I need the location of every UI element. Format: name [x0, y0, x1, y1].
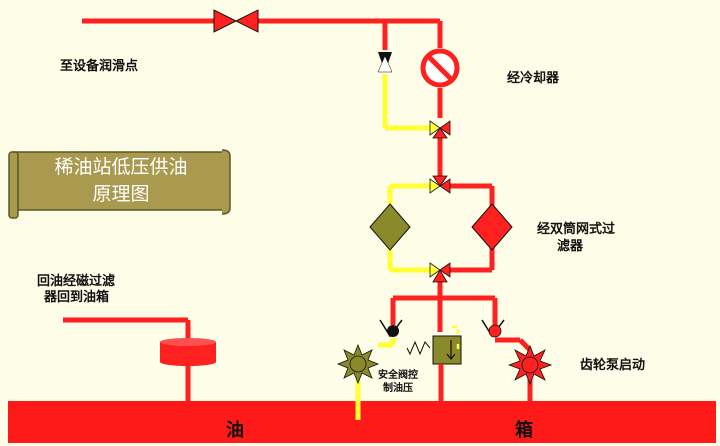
- label-safety-valve: 安全阀控 制油压: [378, 369, 418, 395]
- cooler-icon: [420, 48, 460, 88]
- label-pump: 齿轮泵启动: [580, 358, 646, 373]
- label-tank-right: 箱: [515, 420, 533, 441]
- diagram-title-line-1: 稀油站低压供油: [54, 156, 188, 178]
- diagram-title: 稀油站低压供油 原理图: [18, 154, 224, 208]
- left-check-valve: [379, 319, 403, 338]
- label-filter: 经双筒网式过 滤器: [537, 221, 615, 255]
- label-cooler: 经冷却器: [507, 71, 560, 86]
- filter-bottom-junction: [429, 262, 451, 283]
- cooler-bypass-pipe: [382, 74, 430, 131]
- label-safety-line-1: 安全阀控: [378, 370, 418, 381]
- filter-left-icon: [369, 203, 411, 251]
- left-pump-icon: [336, 343, 380, 385]
- bypass-check-valve-lower: [377, 55, 393, 73]
- label-filter-line-2: 滤器: [557, 239, 584, 254]
- right-pump-icon: [507, 344, 553, 386]
- oil-tank: [8, 401, 716, 443]
- filter-right-icon: [471, 203, 513, 251]
- diagram-title-line-2: 原理图: [92, 183, 150, 205]
- label-return-line-2: 器回到油箱: [44, 290, 110, 305]
- label-return-line-1: 回油经磁过滤: [37, 274, 116, 289]
- pump-manifold-pipe: [390, 295, 533, 401]
- label-filter-line-1: 经双筒网式过: [537, 222, 616, 237]
- label-safety-line-2: 制油压: [383, 383, 413, 394]
- cooler-pipe: [385, 18, 443, 176]
- supply-pipe-to-lube-point: [82, 18, 388, 50]
- left-pump-yellow-pipe: [355, 338, 396, 420]
- label-tank-left: 油: [226, 420, 244, 441]
- cooler-junction-valve: [429, 120, 451, 139]
- safety-valve-icon: [406, 325, 462, 401]
- filter-top-junction: [429, 175, 451, 194]
- right-check-valve: [481, 319, 505, 338]
- label-return: 回油经磁过滤 器回到油箱: [37, 274, 115, 306]
- label-lube-point: 至设备润滑点: [60, 59, 139, 74]
- magnetic-filter-icon: [160, 338, 216, 366]
- title-scroll-banner: [8, 149, 231, 219]
- return-pipe: [63, 317, 191, 401]
- top-gate-valve: [213, 9, 259, 33]
